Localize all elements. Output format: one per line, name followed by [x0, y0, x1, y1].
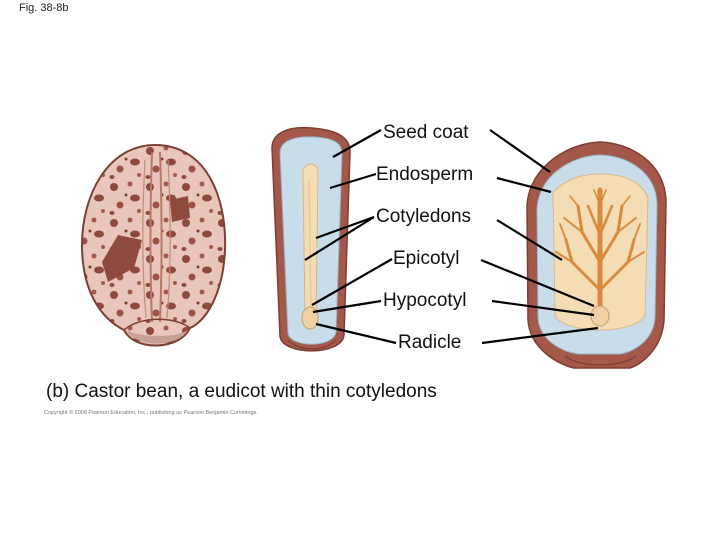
label-endosperm: Endosperm — [376, 164, 474, 186]
copyright-notice: Copyright © 2008 Pearson Education, Inc.… — [44, 410, 258, 416]
figure-number: Fig. 38-8b — [19, 2, 69, 14]
external-seed-view — [80, 143, 227, 347]
leader-lines — [304, 129, 599, 345]
label-cotyledons: Cotyledons — [376, 206, 472, 228]
front-section-seed — [526, 141, 667, 369]
label-radicle: Radicle — [398, 332, 462, 354]
label-seed-coat: Seed coat — [383, 122, 469, 144]
label-epicotyl: Epicotyl — [393, 248, 460, 270]
figure-caption: (b) Castor bean, a eudicot with thin cot… — [46, 381, 437, 402]
label-hypocotyl: Hypocotyl — [383, 290, 467, 312]
